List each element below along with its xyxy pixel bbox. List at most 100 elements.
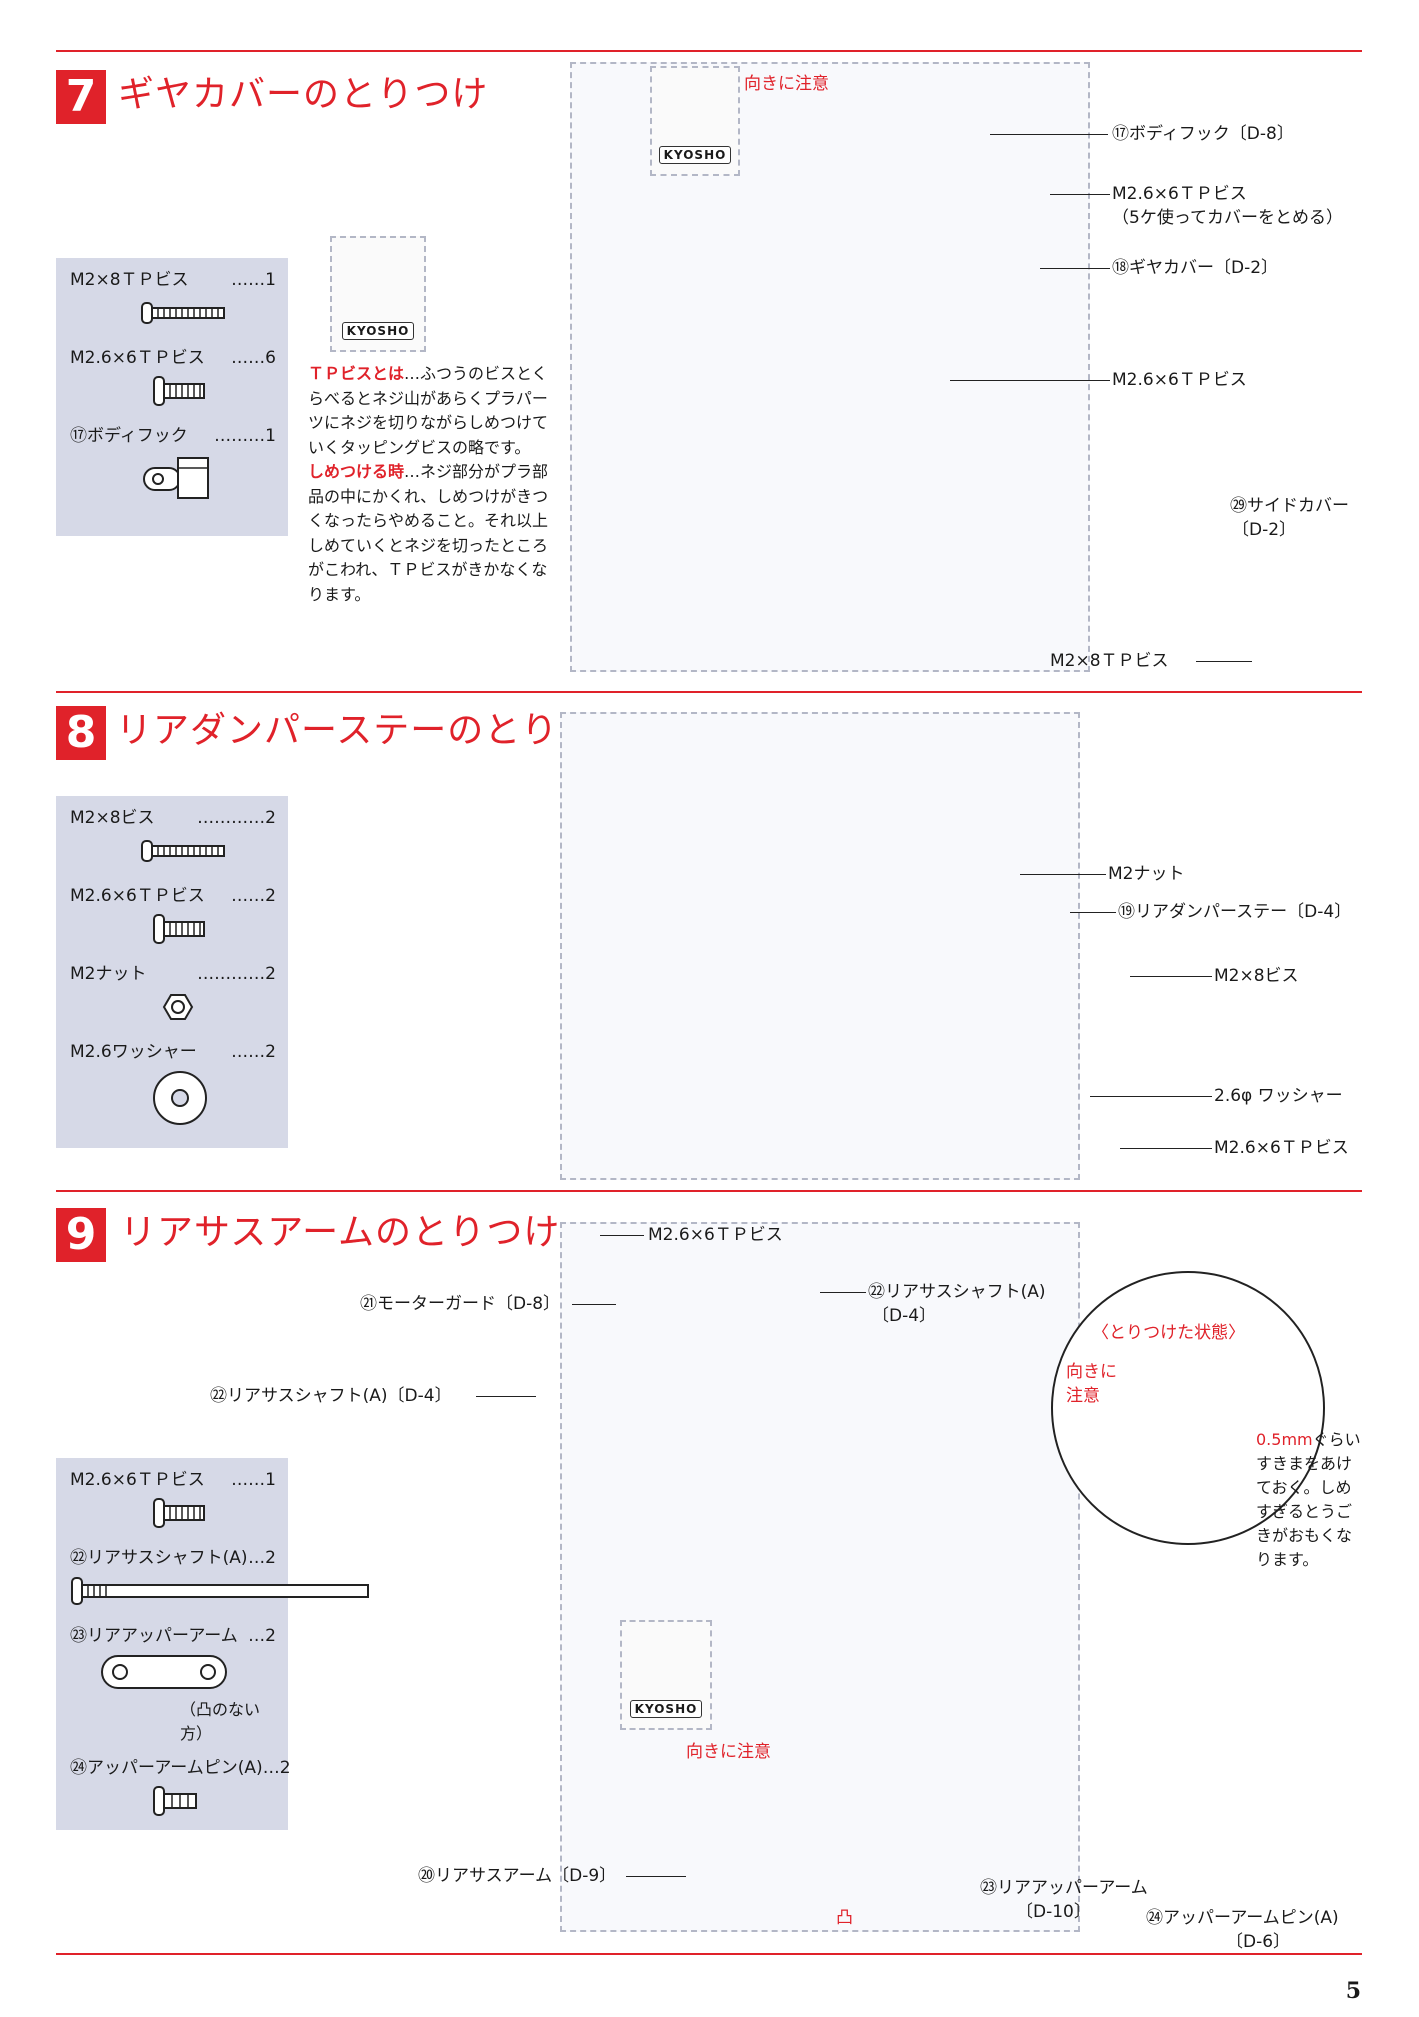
detail-title: 〈とりつけた状態〉 bbox=[1092, 1323, 1246, 1343]
part-item: ㉔アッパーアームピン(A) …2 bbox=[70, 1756, 291, 1822]
step-8-parts-list: M2×8ビス …………2 M2.6×6ＴＰビス ……2 M2ナット …………2 bbox=[56, 796, 288, 1148]
callout-shaft-a-right-ref: 〔D-4〕 bbox=[872, 1306, 937, 1326]
leader-line bbox=[1196, 661, 1252, 662]
callout-upper-arm: ㉓リアアッパーアーム bbox=[980, 1878, 1148, 1898]
callout-m26x6-screw-9: M2.6×6ＴＰビス bbox=[648, 1225, 783, 1245]
page-number: 5 bbox=[1345, 1978, 1361, 2004]
section-divider-8-9 bbox=[56, 1190, 1362, 1192]
detail-text-rest: ぐらいすきまをあけておく。しめすぎるとうごきがおもくなります。 bbox=[1256, 1430, 1361, 1569]
step-9-number: 9 bbox=[56, 1208, 106, 1262]
callout-body-hook: ⑰ボディフック〔D-8〕 bbox=[1112, 124, 1294, 144]
callout-shaft-a-left: ㉒リアサスシャフト(A)〔D-4〕 bbox=[210, 1386, 452, 1406]
mascot-cap-logo: KYOSHO bbox=[658, 146, 732, 164]
mascot-pointing-note: KYOSHO bbox=[330, 236, 426, 352]
top-rule bbox=[56, 50, 1362, 52]
callout-screw-m26x6: M2.6×6ＴＰビス bbox=[1112, 184, 1247, 204]
callout-washer: 2.6φ ワッシャー bbox=[1214, 1086, 1343, 1106]
part-item: M2×8ビス …………2 bbox=[70, 806, 276, 872]
part-name: M2.6ワッシャー bbox=[70, 1042, 197, 1062]
leader-line bbox=[1120, 1148, 1212, 1149]
upper-arm-note: （凸のない方） bbox=[180, 1700, 261, 1743]
part-name: ㉔アッパーアームピン(A) bbox=[70, 1758, 263, 1778]
callout-rear-sus-arm: ⑳リアサスアーム〔D-9〕 bbox=[418, 1866, 617, 1886]
part-name: M2.6×6ＴＰビス bbox=[70, 348, 205, 368]
part-qty: …………2 bbox=[197, 964, 276, 984]
rear-suspension-diagram bbox=[560, 1222, 1080, 1932]
leader-line bbox=[1090, 1096, 1212, 1097]
tp-heading: ＴＰビスとは bbox=[308, 364, 405, 383]
mascot-orientation-hint: KYOSHO bbox=[650, 66, 740, 176]
long-screw-icon bbox=[141, 302, 225, 324]
bottom-rule bbox=[56, 1953, 1362, 1955]
tp-screw-note: ＴＰビスとは…ふつうのビスとくらべるとネジ山があらくプラパーツにネジを切りながら… bbox=[308, 362, 552, 607]
part-name: M2×8ＴＰビス bbox=[70, 270, 189, 290]
part-qty: …2 bbox=[248, 1626, 276, 1646]
callout-upper-arm-pin: ㉔アッパーアームピン(A) bbox=[1146, 1908, 1339, 1928]
part-name: M2×8ビス bbox=[70, 808, 155, 828]
leader-line bbox=[572, 1304, 616, 1305]
leader-line bbox=[1020, 874, 1106, 875]
part-qty: …2 bbox=[248, 1548, 276, 1568]
leader-line bbox=[476, 1396, 536, 1397]
step-9-title: リアサスアームのとりつけ bbox=[120, 1212, 561, 1253]
part-item: ㉓リアアッパーアーム …2 （凸のない方） bbox=[70, 1624, 276, 1744]
leader-line bbox=[1130, 976, 1212, 977]
part-qty: ……2 bbox=[231, 1042, 276, 1062]
mascot-orientation-hint: KYOSHO bbox=[620, 1620, 712, 1730]
part-qty: …2 bbox=[262, 1758, 291, 1778]
part-name: M2.6×6ＴＰビス bbox=[70, 886, 205, 906]
orientation-hint-9: 向きに注意 bbox=[686, 1742, 771, 1762]
part-item: M2ナット …………2 bbox=[70, 962, 276, 1028]
leader-line bbox=[1070, 912, 1116, 913]
short-screw-icon bbox=[153, 914, 205, 944]
step-7-number: 7 bbox=[56, 70, 106, 124]
part-item: M2×8ＴＰビス ……1 bbox=[70, 268, 276, 334]
tp-text: …ふつうのビスとくらべるとネジ山があらくプラパーツにネジを切りながらしめつけてい… bbox=[308, 364, 549, 457]
part-name: M2ナット bbox=[70, 964, 147, 984]
detail-circle bbox=[1051, 1271, 1325, 1545]
mascot-cap-logo: KYOSHO bbox=[629, 1700, 703, 1718]
part-name: M2.6×6ＴＰビス bbox=[70, 1470, 205, 1490]
callout-m26x6-screw: M2.6×6ＴＰビス bbox=[1214, 1138, 1349, 1158]
step-8-title: リアダンパーステーのとりつけ bbox=[116, 710, 633, 751]
part-qty: ……6 bbox=[231, 348, 276, 368]
callout-motor-guard: ㉑モーターガード〔D-8〕 bbox=[360, 1294, 561, 1314]
part-item: ⑰ボディフック ………1 bbox=[70, 424, 276, 508]
part-item: ㉒リアサスシャフト(A) …2 bbox=[70, 1546, 369, 1612]
nut-icon bbox=[162, 994, 194, 1020]
callout-side-cover: ㉙サイドカバー bbox=[1230, 496, 1349, 516]
callout-m2x8-screw: M2×8ビス bbox=[1214, 966, 1299, 986]
leader-line bbox=[626, 1876, 686, 1877]
part-name: ⑰ボディフック bbox=[70, 426, 188, 446]
part-item: M2.6×6ＴＰビス ……6 bbox=[70, 346, 276, 412]
shaft-icon bbox=[71, 1577, 369, 1605]
step-7-title: ギヤカバーのとりつけ bbox=[118, 74, 489, 115]
part-qty: ……1 bbox=[231, 1470, 276, 1490]
detail-text: 0.5mmぐらいすきまをあけておく。しめすぎるとうごきがおもくなります。 bbox=[1256, 1428, 1366, 1572]
short-screw-icon bbox=[153, 1498, 205, 1528]
part-name: ㉓リアアッパーアーム bbox=[70, 1626, 238, 1646]
detail-hint-line2: 注意 bbox=[1066, 1386, 1100, 1406]
part-qty: ………1 bbox=[214, 426, 276, 446]
leader-line bbox=[1040, 268, 1110, 269]
part-qty: …………2 bbox=[197, 808, 276, 828]
part-qty: ……1 bbox=[231, 270, 276, 290]
leader-line bbox=[600, 1235, 644, 1236]
callout-screw-m2x8: M2×8ＴＰビス bbox=[1050, 651, 1169, 671]
callout-upper-arm-ref: 〔D-10〕 bbox=[1016, 1902, 1091, 1922]
leader-line bbox=[950, 380, 1110, 381]
part-qty: ……2 bbox=[231, 886, 276, 906]
gap-value: 0.5mm bbox=[1256, 1430, 1313, 1449]
leader-line bbox=[1050, 194, 1110, 195]
damper-stay-diagram bbox=[560, 712, 1080, 1180]
detail-hint-line1: 向きに bbox=[1066, 1362, 1117, 1382]
leader-line bbox=[820, 1292, 866, 1293]
step-8-number: 8 bbox=[56, 706, 106, 760]
leader-line bbox=[990, 134, 1108, 135]
part-item: M2.6×6ＴＰビス ……2 bbox=[70, 884, 276, 950]
mascot-cap-logo: KYOSHO bbox=[341, 322, 415, 340]
orientation-hint-7: 向きに注意 bbox=[744, 74, 829, 94]
callout-upper-arm-pin-ref: 〔D-6〕 bbox=[1226, 1932, 1291, 1952]
washer-icon bbox=[153, 1071, 207, 1125]
callout-screw-m26x6-note: （5ケ使ってカバーをとめる） bbox=[1112, 208, 1343, 228]
